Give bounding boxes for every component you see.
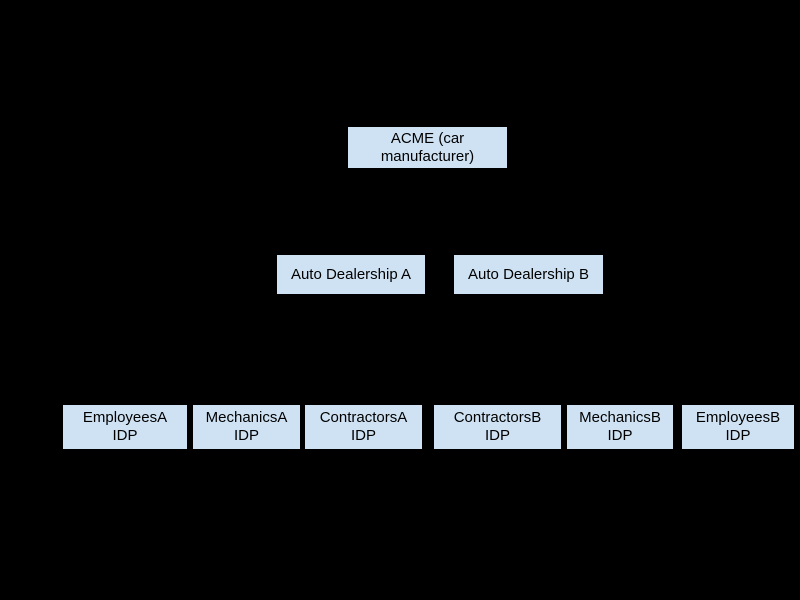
node-label-line: MechanicsA xyxy=(205,409,288,426)
node-label-line: manufacturer) xyxy=(380,147,475,165)
node-label-line: EmployeesB xyxy=(695,409,781,426)
node-auto-dealership-a: Auto Dealership A xyxy=(277,255,425,294)
node-auto-dealership-b: Auto Dealership B xyxy=(454,255,603,294)
node-label-line: Auto Dealership B xyxy=(468,265,589,283)
node-label-line: IDP xyxy=(725,427,751,444)
node-label-line: IDP xyxy=(607,427,633,444)
node-label-line: IDP xyxy=(350,427,376,444)
node-label-line: IDP xyxy=(233,427,259,444)
node-label-line: IDP xyxy=(112,427,138,444)
node-label-line: ACME (car xyxy=(390,129,465,147)
node-label-line: MechanicsB xyxy=(579,409,661,426)
node-label-line: ContractorsB xyxy=(453,409,542,426)
node-label-line: ContractorsA xyxy=(319,409,408,426)
node-label-line: EmployeesA xyxy=(82,409,168,426)
node-label-line: Auto Dealership A xyxy=(290,265,412,283)
node-label-line: IDP xyxy=(484,427,510,444)
